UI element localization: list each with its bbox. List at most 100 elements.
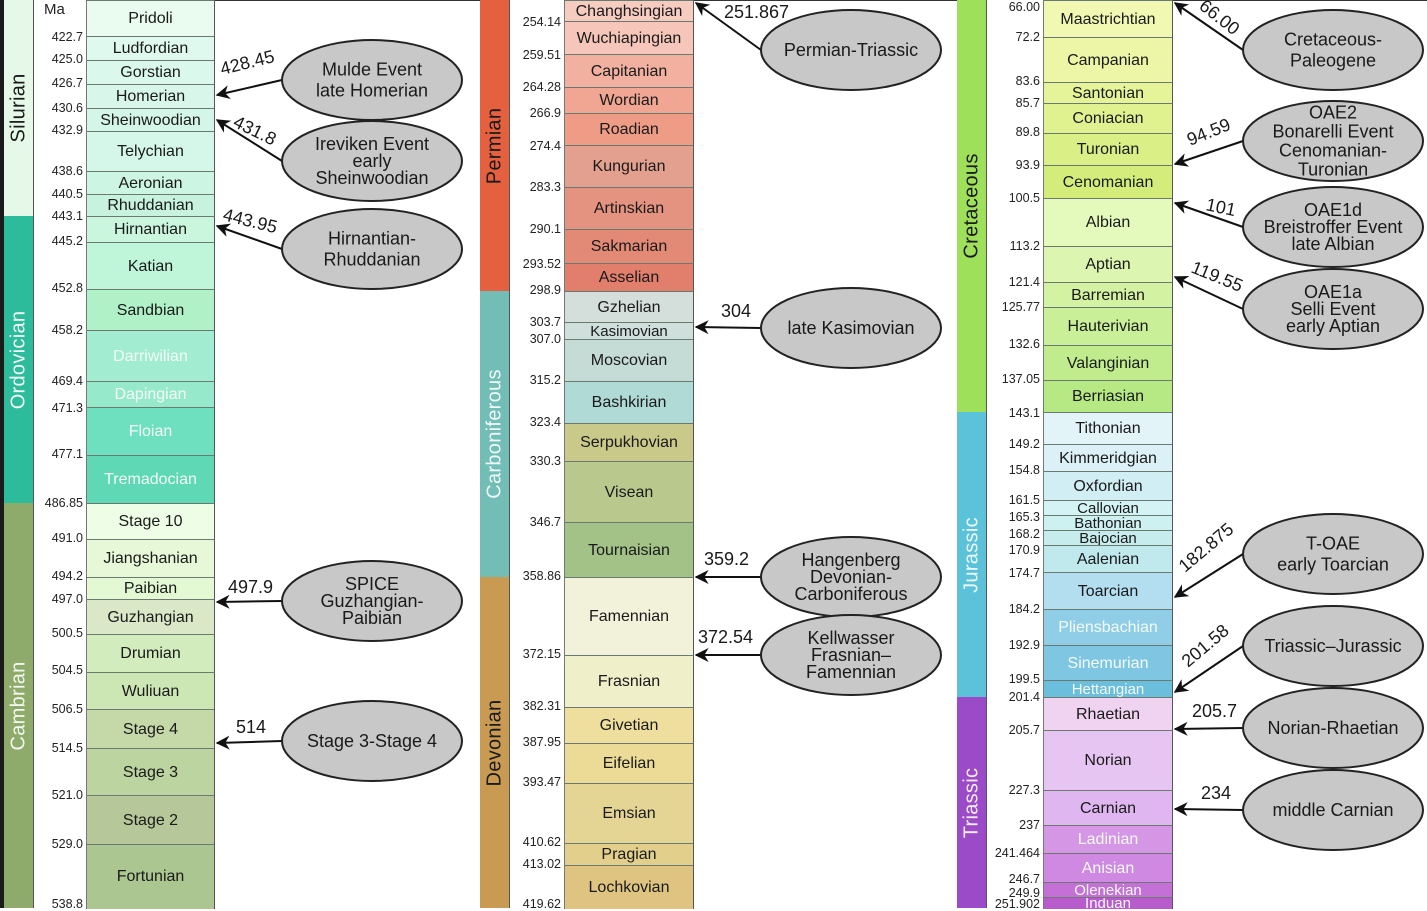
age-tick-label: 413.02 [522,857,561,871]
stage-tournaisian: Tournaisian [564,522,694,578]
age-tick-label: 293.52 [522,257,561,271]
stage-sakmarian: Sakmarian [564,229,694,264]
event-label-line: Turonian [1298,160,1368,180]
age-tick-label: 445.2 [51,234,83,248]
stage-bajocian: Bajocian [1043,530,1173,546]
stage-hauterivian: Hauterivian [1043,307,1173,346]
age-tick-label: 410.62 [522,835,561,849]
event-label-line: Frasnian– [811,645,891,665]
event-arrow [1173,645,1244,693]
stage-wuliuan: Wuliuan [86,672,215,710]
period-bar-carboniferous: Carboniferous [480,291,510,577]
event-arrow [1173,721,1244,736]
event-arrow [215,735,283,750]
event-label-line: Devonian- [810,567,892,587]
stage-olenekian: Olenekian [1043,882,1173,898]
stage-turonian: Turonian [1043,133,1173,166]
stage-norian: Norian [1043,730,1173,791]
age-tick-label: 497.0 [51,592,83,606]
age-tick-label: 303.7 [529,315,561,329]
event-label-line: Triassic–Jurassic [1264,636,1401,656]
event-arrow [1173,200,1244,228]
event-label-line: late Homerian [316,81,428,101]
age-tick-label: 227.3 [1008,783,1040,797]
stage-frasnian: Frasnian [564,655,694,708]
age-tick-label: 500.5 [51,626,83,640]
age-tick-label: 125.77 [1001,300,1040,314]
event-arrow [694,320,762,335]
age-tick-label: 266.9 [529,106,561,120]
event-label-line: OAE1d [1304,200,1362,220]
stage-fortunian: Fortunian [86,844,215,909]
stage-tremadocian: Tremadocian [86,455,215,504]
stage-toarcian: Toarcian [1043,572,1173,610]
age-tick-label: 452.8 [51,281,83,295]
event-label-line: Norian-Rhaetian [1267,718,1398,738]
age-tick-label: 422.7 [51,30,83,44]
event-ellipse [281,560,463,642]
event-label-line: Sheinwoodian [315,168,428,188]
event-label-line: Bonarelli Event [1272,122,1393,142]
stage-visean: Visean [564,461,694,523]
event-arrow [1173,276,1244,310]
stage-induan: Induan [1043,897,1173,909]
event-label-line: Famennian [806,662,896,682]
age-tick-label: 201.4 [1008,690,1040,704]
stage-kimmeridgian: Kimmeridgian [1043,444,1173,472]
event-age-label: 359.2 [704,549,749,569]
age-tick-label: 184.2 [1008,602,1040,616]
age-tick-label: 168.2 [1008,527,1040,541]
age-tick-label: 521.0 [51,788,83,802]
age-tick-label: 161.5 [1008,493,1040,507]
age-column [34,0,86,908]
stage-aalenian: Aalenian [1043,545,1173,573]
event-label-line: SPICE [345,574,399,594]
event-age-label: 443.95 [221,204,279,237]
event-arrow [694,2,762,51]
event-ellipse [1242,687,1424,769]
stage-berriasian: Berriasian [1043,380,1173,413]
age-tick-label: 438.6 [51,164,83,178]
event-label-line: Selli Event [1290,299,1375,319]
stage-kungurian: Kungurian [564,145,694,188]
age-tick-label: 443.1 [51,209,83,223]
stage-homerian: Homerian [86,84,215,109]
stage-gzhelian: Gzhelian [564,291,694,323]
event-annotation: Norian-Rhaetian 205.7 [1173,687,1424,769]
age-tick-label: 506.5 [51,702,83,716]
event-label-line: Cretaceous- [1284,30,1382,50]
age-tick-label: 249.9 [1008,886,1040,900]
event-label-line: Permian-Triassic [784,40,918,60]
age-tick-label: 372.15 [522,647,561,661]
event-label-line: early [352,151,391,171]
event-age-label: 205.7 [1192,701,1237,721]
stage-tithonian: Tithonian [1043,412,1173,445]
stage-albian: Albian [1043,198,1173,247]
age-tick-label: 132.6 [1008,337,1040,351]
age-tick-label: 199.5 [1008,672,1040,686]
left-border [0,0,4,908]
age-tick-label: 170.9 [1008,543,1040,557]
stage-floian: Floian [86,407,215,456]
age-tick-label: 259.51 [522,48,561,62]
event-label-line: early Aptian [1286,316,1380,336]
event-age-label: 251.867 [724,2,789,22]
stage-famennian: Famennian [564,577,694,656]
stage-stage-2: Stage 2 [86,795,215,845]
age-tick-label: 290.1 [529,222,561,236]
event-ellipse [1242,100,1424,182]
event-arrow [215,79,283,99]
stage-jiangshanian: Jiangshanian [86,539,215,578]
stage-carnian: Carnian [1043,790,1173,826]
event-label-line: Guzhangian- [320,591,423,611]
stage-stage-3: Stage 3 [86,748,215,796]
stage-pliensbachian: Pliensbachian [1043,609,1173,646]
event-ellipse [1242,186,1424,268]
age-tick-label: 283.3 [529,180,561,194]
